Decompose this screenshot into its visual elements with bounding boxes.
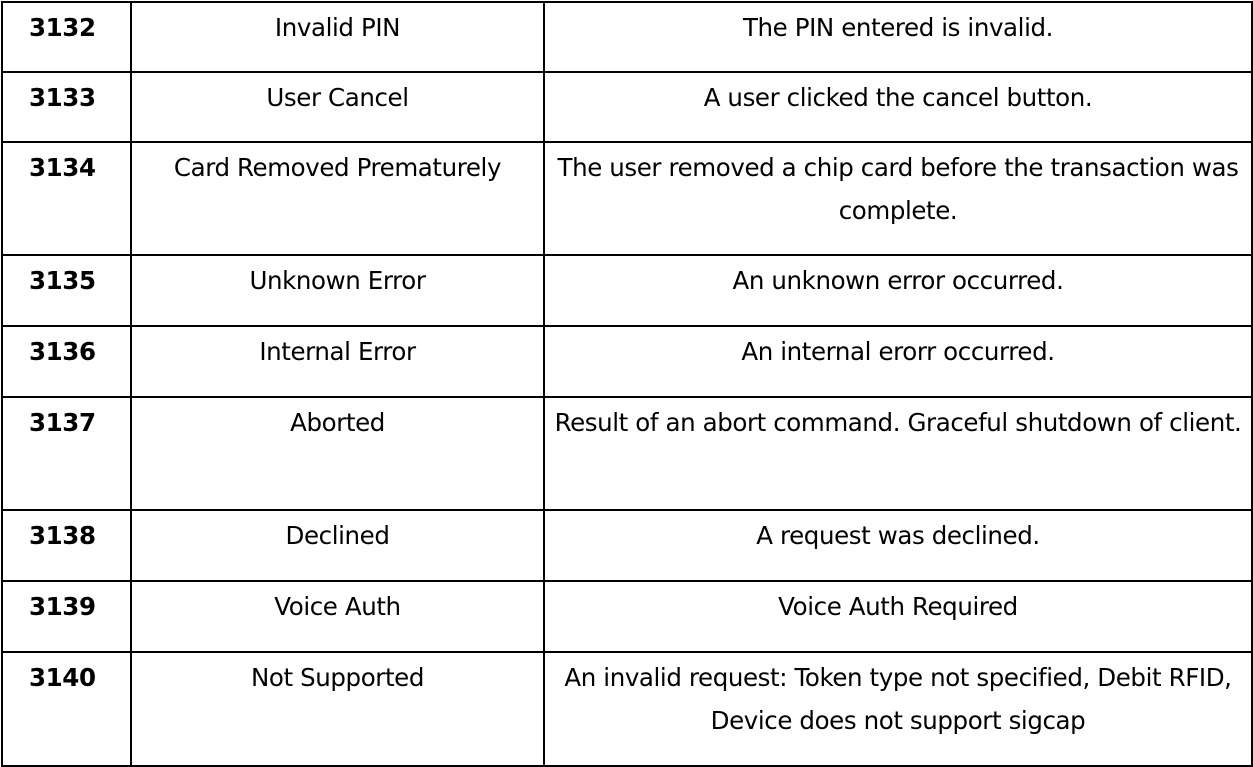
error-code-cell: 3133 bbox=[1, 71, 132, 143]
error-code-cell: 3136 bbox=[1, 325, 132, 398]
error-name-cell: Unknown Error bbox=[130, 254, 545, 327]
error-description-cell: An internal erorr occurred. bbox=[543, 325, 1253, 398]
error-code-cell: 3135 bbox=[1, 254, 132, 327]
error-name-cell: Internal Error bbox=[130, 325, 545, 398]
error-code-cell: 3140 bbox=[1, 651, 132, 767]
error-description-cell: A request was declined. bbox=[543, 509, 1253, 582]
error-name-cell: Voice Auth bbox=[130, 580, 545, 653]
error-description-cell: Result of an abort command. Graceful shu… bbox=[543, 396, 1253, 511]
error-description-cell: The user removed a chip card before the … bbox=[543, 141, 1253, 256]
error-code-cell: 3132 bbox=[1, 1, 132, 73]
error-description-cell: The PIN entered is invalid. bbox=[543, 1, 1253, 73]
error-code-cell: 3138 bbox=[1, 509, 132, 582]
error-description-cell: A user clicked the cancel button. bbox=[543, 71, 1253, 143]
error-description-cell: Voice Auth Required bbox=[543, 580, 1253, 653]
error-name-cell: Invalid PIN bbox=[130, 1, 545, 73]
error-name-cell: Not Supported bbox=[130, 651, 545, 767]
error-name-cell: Card Removed Prematurely bbox=[130, 141, 545, 256]
error-name-cell: User Cancel bbox=[130, 71, 545, 143]
error-code-cell: 3137 bbox=[1, 396, 132, 511]
error-description-cell: An unknown error occurred. bbox=[543, 254, 1253, 327]
error-name-cell: Aborted bbox=[130, 396, 545, 511]
error-code-cell: 3134 bbox=[1, 141, 132, 256]
error-name-cell: Declined bbox=[130, 509, 545, 582]
error-description-cell: An invalid request: Token type not speci… bbox=[543, 651, 1253, 767]
error-code-cell: 3139 bbox=[1, 580, 132, 653]
